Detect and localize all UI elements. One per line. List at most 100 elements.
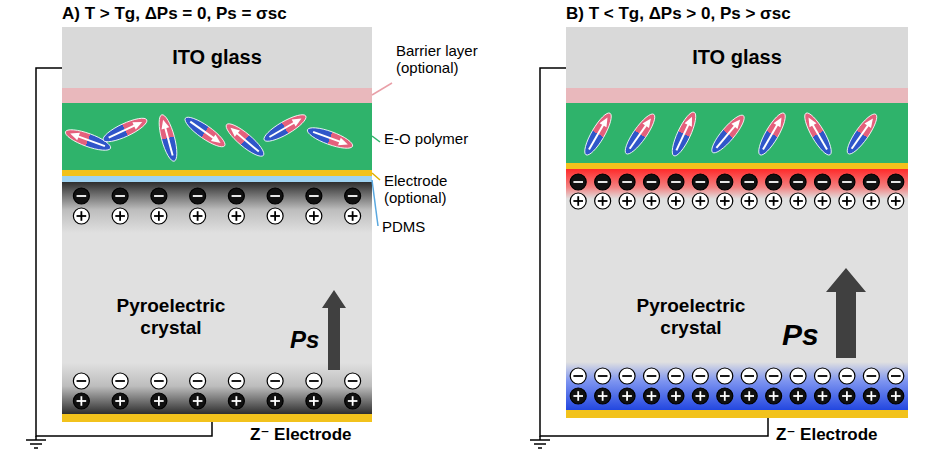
graphic-part [577,196,579,206]
graphic-part [647,375,657,377]
graphic-part [598,181,608,183]
graphic-part [717,388,733,404]
leader-line [372,136,380,142]
graphic-part [112,373,128,389]
graphic-part [193,195,203,197]
graphic-part [741,368,757,384]
negative-charge [345,373,361,389]
graphic-part [77,195,87,197]
graphic-part [717,193,733,209]
polarization-arrow [826,268,866,358]
graphic-part [717,174,733,190]
graphic-part [345,188,361,204]
graphic-part [190,208,206,224]
top-electrode [62,170,372,176]
graphic-part [696,375,706,377]
dipole [222,120,267,161]
negative-charge [151,188,167,204]
negative-charge [815,174,831,190]
graphic-part [570,193,586,209]
positive-charge [190,208,206,224]
graphic-part [774,116,785,128]
dipole [668,110,700,159]
layer-label: Electrode (optional) [384,172,484,207]
negative-charge [619,174,635,190]
graphic-part [685,115,696,127]
graphic-part [235,211,237,221]
graphic-part [345,373,361,389]
graphic-part [626,391,628,401]
negative-charge [692,368,708,384]
positive-charge [717,388,733,404]
graphic-part [156,113,181,163]
graphic-part [815,368,831,384]
graphic-part [676,123,689,150]
positive-charge [766,388,782,404]
graphic-part [668,174,684,190]
graphic-part [741,174,757,190]
graphic-part [267,393,283,409]
graphic-part [812,124,827,150]
pyroelectric-crystal-body [566,169,908,410]
positive-charge [741,193,757,209]
graphic-part [642,116,654,128]
graphic-part [622,181,632,183]
bottom-electrode [62,414,372,422]
graphic-part [805,116,816,128]
graphic-part [77,380,87,382]
positive-charge [267,393,283,409]
graphic-part [763,124,778,150]
graphic-part [159,119,169,130]
glass-substrate-box: ITO glass [62,27,372,88]
graphic-part [731,117,743,129]
glass-substrate-box: ITO glass [566,27,908,88]
negative-charge [790,368,806,384]
graphic-part [822,196,824,206]
negative-charge-layer [566,169,908,199]
negative-charge [717,174,733,190]
graphic-part [891,181,901,183]
graphic-part [119,211,121,221]
graphic-part [274,396,276,406]
positive-charge [619,193,635,209]
positive-charge [839,388,855,404]
graphic-part [842,375,852,377]
graphic-part [692,388,708,404]
negative-charge [73,188,89,204]
graphic-part [797,196,799,206]
graphic-part [773,196,775,206]
negative-charge [668,174,684,190]
graphic-part [573,181,583,183]
graphic-part [790,174,806,190]
negative-charge [112,188,128,204]
dipole [708,111,749,156]
graphic-part [154,380,164,382]
eo-polymer-layer [62,103,372,170]
graphic-part [267,373,283,389]
layer-label: E-O polymer [384,130,468,147]
graphic-part [870,391,872,401]
ground-symbol [534,443,546,445]
negative-charge [228,188,244,204]
graphic-part [570,388,586,404]
graphic-part [863,174,879,190]
graphic-part [235,396,237,406]
negative-charge [345,188,361,204]
graphic-part [839,174,855,190]
ground-symbol [30,443,42,445]
graphic-part [696,181,706,183]
electrode-label: Z⁻ Electrode [250,425,352,445]
graphic-part [236,132,259,151]
leader-line [372,83,392,95]
graphic-part [867,181,877,183]
graphic-part [846,196,848,206]
positive-charge [644,388,660,404]
positive-charge [717,193,733,209]
node-label: Pyroelectric crystal [92,295,250,339]
top-electrode [566,163,908,169]
negative-charge [267,188,283,204]
graphic-part [222,120,267,161]
graphic-part [668,193,684,209]
negative-charge [668,368,684,384]
graphic-part [305,124,355,153]
